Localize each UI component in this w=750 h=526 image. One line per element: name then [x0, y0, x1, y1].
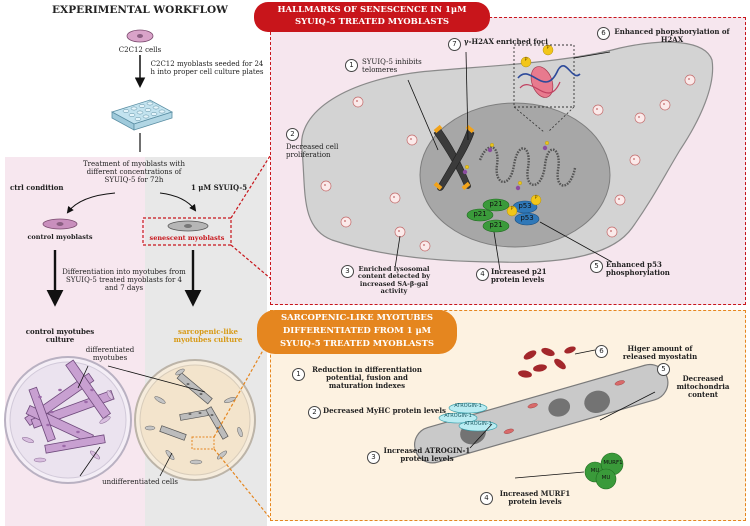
sarcopenic-item-text: Increased MURF1 protein levels [499, 489, 571, 507]
p21-label: p21 [489, 200, 503, 208]
senescence-item-number: 3 [341, 265, 354, 278]
syuiq-condition-label: 1 μM SYUIQ-5 [191, 183, 248, 192]
treatment-step-label: Treatment of myoblasts with different co… [83, 160, 185, 185]
chromatin [478, 146, 577, 187]
sarcopenic-item-number: 1 [292, 368, 305, 381]
senescence-item-number: 2 [286, 128, 299, 141]
senescence-item-text: γ-H2AX enriched foci [464, 37, 548, 46]
sarcopenic-item-number: 5 [657, 363, 670, 376]
atrogin-label: ATROGIN-1 [444, 413, 472, 419]
senescence-item-number: 4 [476, 268, 489, 281]
sarcopenic-item-number: 3 [367, 451, 380, 464]
sarcopenic-item-text: Reduction in differentiation potential, … [312, 365, 422, 391]
ctrl-condition-label: ctrl condition [10, 183, 64, 192]
sarcopenic-item-text: Decreased MyHC protein levels [323, 406, 446, 415]
undifferentiated-cells-label: undifferentiated cells [102, 478, 178, 486]
p21-proteins [466, 198, 510, 233]
sarcopenic-myotubes-label: sarcopenic-like myotubes culture [173, 327, 243, 345]
mu-label: MU [601, 475, 611, 481]
sarcopenic-item-text: Increased ATROGIN-1 protein levels [383, 446, 471, 464]
phospho-label: P [524, 57, 528, 63]
p21-label: p21 [473, 210, 487, 218]
atrogin-label: ATROGIN-1 [454, 403, 482, 409]
p53-proteins [512, 200, 540, 226]
culture-plate-icon [110, 99, 174, 131]
phospho-label: P [534, 195, 538, 201]
p53-label: p53 [520, 214, 534, 222]
control-myoblasts-label: control myoblasts [27, 233, 93, 241]
senescence-item-number: 7 [448, 38, 461, 51]
atrogin-proteins [438, 402, 498, 432]
sarcopenic-myotubes-dish [134, 359, 256, 481]
sarcopenic-item-number: 4 [480, 492, 493, 505]
sarcopenic-banner: SARCOPENIC-LIKE MYOTUBES DIFFERENTIATED … [257, 310, 457, 354]
senescence-item-number: 6 [597, 27, 610, 40]
senescence-item-text: Enhanced phopshorylation of H2AX [614, 27, 730, 45]
senescence-item-text: Increased p21 protein levels [491, 267, 547, 285]
h2ax-nucleosome-icon [517, 65, 581, 98]
senescence-item-text: Enhanced p53 phosphorylation [606, 260, 670, 278]
murf1-proteins [584, 452, 624, 490]
phospho-label: P [546, 45, 550, 51]
senescence-item-text: Decreased cell proliferation [286, 143, 339, 160]
p53-label: p53 [518, 202, 532, 210]
senescence-item-number: 5 [590, 260, 603, 273]
senescent-myoblasts-label: senescent myoblasts [149, 234, 225, 242]
senescence-banner: HALLMARKS OF SENESCENCE IN 1μM SYUIQ-5 T… [254, 2, 490, 32]
senescence-item-text: Enriched lysosomal content detected by i… [357, 265, 431, 296]
mu-label: MU [590, 468, 600, 474]
sarcopenic-item-text: Decreased mitochondria content [676, 374, 730, 400]
lysosomes [320, 74, 696, 252]
sarcopenic-item-text: Higer amount of released myostatin [622, 344, 698, 362]
phospho-label: P [510, 206, 514, 212]
control-myotubes-label: control myotubes culture [25, 327, 95, 345]
senescence-item-text: SYUIQ-5 inhibits telomeres [362, 58, 422, 75]
atrogin-label: ATROGIN-1 [464, 421, 492, 427]
workflow-title: EXPERIMENTAL WORKFLOW [52, 4, 228, 16]
c2c12-cells-label: C2C12 cells [118, 46, 162, 54]
control-myotubes-dish [4, 356, 132, 484]
differentiation-step-label: Differentiation into myotubes from SYUIQ… [62, 268, 186, 293]
sarcopenic-item-number: 6 [595, 345, 608, 358]
myostatin-icons [518, 346, 576, 378]
differentiated-myotubes-label: differentiated myotubes [85, 346, 135, 363]
sarcopenic-item-number: 2 [308, 406, 321, 419]
chromosome-icon [433, 127, 475, 191]
senescence-item-number: 1 [345, 59, 358, 72]
seeding-step-label: C2C12 myoblasts seeded for 24 h into pro… [150, 60, 264, 77]
p21-label: p21 [489, 221, 503, 229]
murf1-label: MURF1 [603, 460, 623, 466]
